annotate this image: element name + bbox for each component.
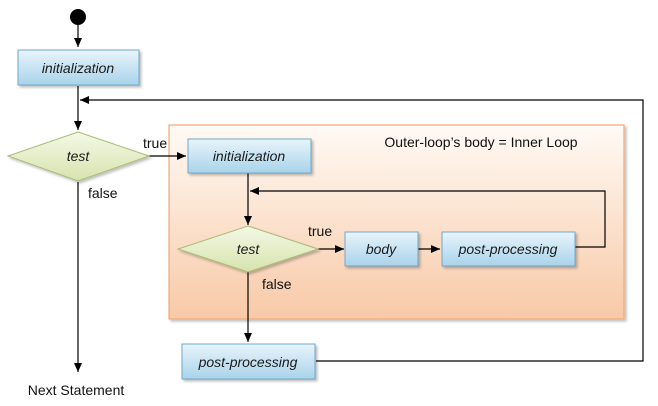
connector-outer-loop-back bbox=[80, 96, 644, 362]
start-node bbox=[70, 9, 86, 25]
inner-post-processing-label: post-processing bbox=[458, 241, 558, 257]
outer-false-label: false bbox=[88, 185, 118, 201]
outer-test-diamond: test bbox=[6, 131, 151, 182]
inner-false-label: false bbox=[262, 276, 292, 292]
inner-loop-region-title: Outer-loop’s body = Inner Loop bbox=[384, 134, 577, 150]
outer-test-label: test bbox=[67, 148, 91, 164]
outer-initialization-label: initialization bbox=[42, 60, 115, 76]
body-label: body bbox=[366, 241, 397, 257]
inner-true-label: true bbox=[308, 223, 332, 239]
inner-test-label: test bbox=[237, 241, 261, 257]
outer-true-label: true bbox=[143, 135, 167, 151]
outer-post-processing-box: post-processing bbox=[181, 343, 316, 380]
inner-initialization-label: initialization bbox=[213, 148, 286, 164]
outer-post-processing-label: post-processing bbox=[198, 354, 298, 370]
connector-inner-loop-back bbox=[250, 187, 606, 248]
body-box: body bbox=[344, 231, 419, 267]
outer-initialization-box: initialization bbox=[17, 49, 140, 86]
inner-initialization-box: initialization bbox=[187, 138, 312, 174]
inner-test-diamond: test bbox=[176, 225, 320, 273]
next-statement-label: Next Statement bbox=[28, 382, 125, 398]
inner-post-processing-box: post-processing bbox=[441, 231, 576, 267]
